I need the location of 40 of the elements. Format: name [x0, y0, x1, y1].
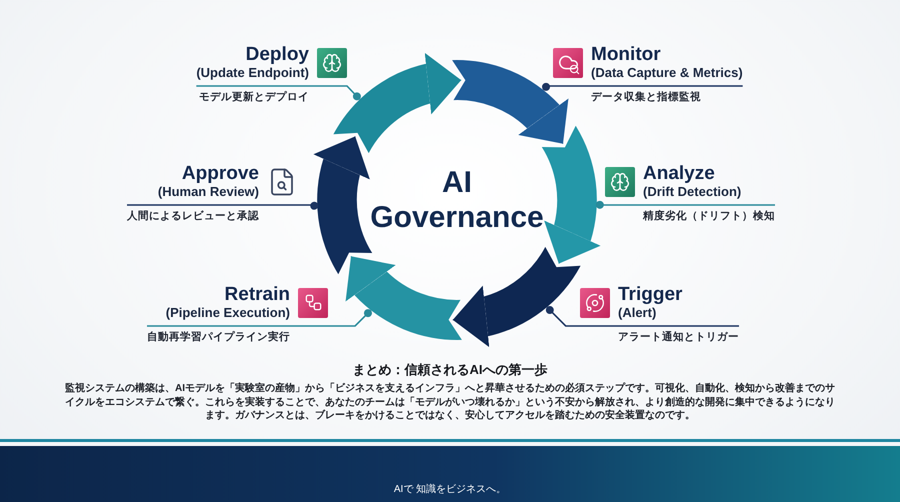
stage-subtitle: (Update Endpoint)	[196, 65, 309, 81]
center-title: AI Governance	[370, 165, 544, 235]
stage-subtitle: (Human Review)	[158, 184, 259, 200]
leader-line	[542, 82, 743, 91]
arrow	[346, 256, 396, 302]
ring-segment	[452, 60, 560, 128]
leader-line	[546, 306, 739, 327]
leader-line	[127, 202, 318, 210]
stage-title: Retrain	[224, 284, 290, 305]
stage-subtitle: (Drift Detection)	[643, 184, 742, 200]
stage-description: データ収集と指標監視	[591, 90, 701, 104]
leader-line	[147, 309, 372, 327]
leader-line	[596, 200, 775, 209]
stage-subtitle: (Pipeline Execution)	[166, 305, 290, 321]
ring-segment	[354, 272, 462, 340]
stage-title: Approve	[182, 163, 259, 184]
ring-segment	[484, 246, 581, 336]
stage-description: 自動再学習パイプライン実行	[147, 330, 290, 344]
arrow	[518, 98, 568, 144]
summary-text: 監視システムの構築は、AIモデルを「実験室の産物」から「ビジネスを支えるインフラ」へと昇華させるための必須ステップです。可視化、自動化、検知から改善までのサイクルをエコシステムで繋ぐ。これらを実装することで、あなたのチームは「モデルがいつ壊れるか」という不安から解放され、より創造的な開発に集中できるようになります。ガバナンスとは、ブレーキをかけることではなく、安心してアクセルを踏むための安全装置なのです。	[65, 382, 835, 422]
stage-description: モデル更新とデプロイ	[199, 90, 309, 104]
stage-subtitle: (Data Capture & Metrics)	[591, 65, 743, 81]
stage-title: Trigger	[618, 284, 682, 305]
tagline: AIで 知識をビジネスへ。	[394, 483, 506, 496]
stage-title: Analyze	[643, 163, 715, 184]
stage-subtitle: (Alert)	[618, 305, 656, 321]
stage-title: Deploy	[246, 44, 309, 65]
ring-segment	[317, 158, 372, 274]
stage-description: 精度劣化（ドリフト）検知	[643, 209, 775, 223]
arrow	[313, 136, 370, 180]
leader-line	[196, 85, 361, 100]
stage-title: Monitor	[591, 44, 661, 65]
ring-segment	[542, 126, 597, 242]
summary-heading: まとめ：信頼されるAIへの第一歩	[352, 361, 548, 378]
ring-segment	[333, 64, 430, 154]
arrow	[452, 286, 490, 348]
stage-description: アラート通知とトリガー	[618, 330, 739, 344]
arrow	[424, 52, 462, 114]
arrow	[544, 220, 601, 264]
stage-description: 人間によるレビューと承認	[127, 209, 259, 223]
